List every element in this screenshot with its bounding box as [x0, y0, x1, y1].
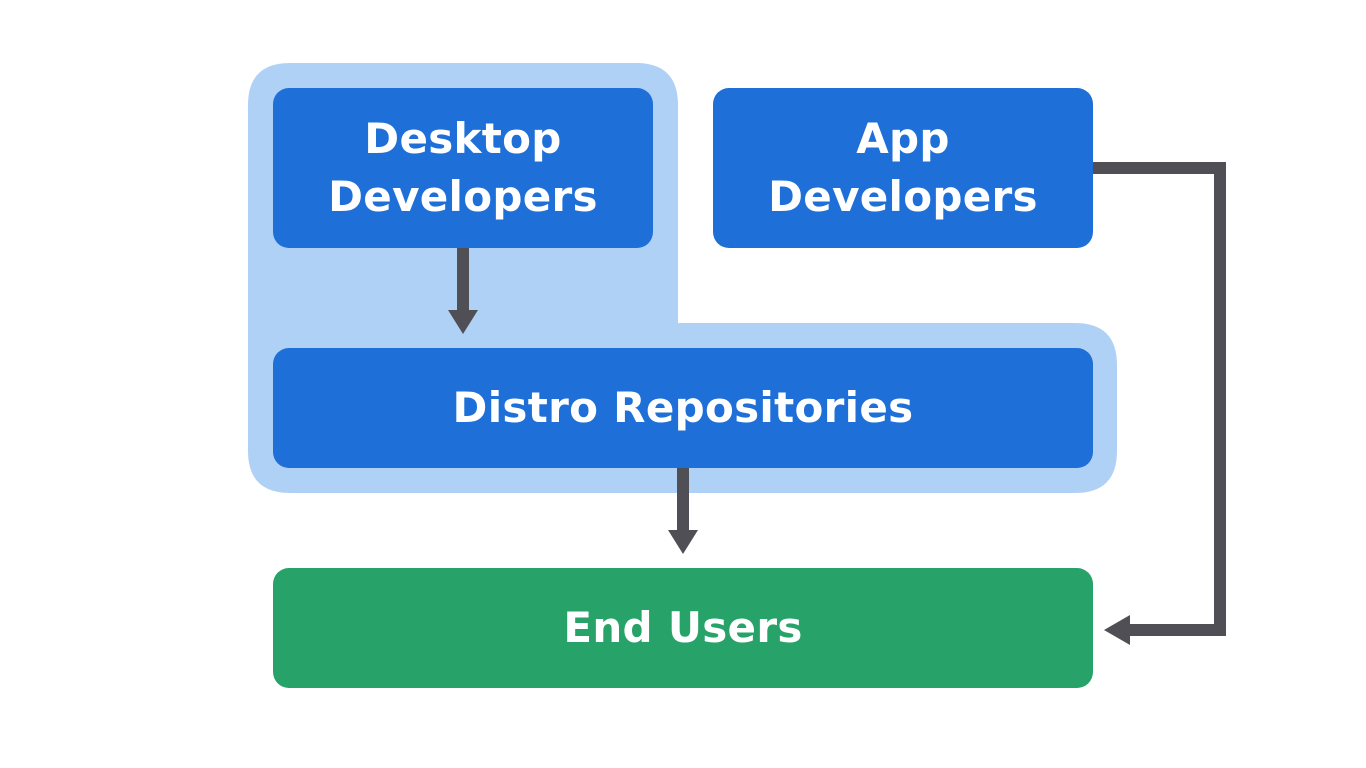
arrow-distro-to-end-users — [668, 468, 698, 554]
arrow-desktop-to-distro — [448, 248, 478, 334]
desktop-developers-line2: Developers — [328, 172, 598, 221]
app-developers-line2: Developers — [768, 172, 1038, 221]
desktop-developers-node: Desktop Developers — [273, 88, 653, 248]
desktop-developers-line1: Desktop — [364, 114, 562, 163]
distro-repositories-label: Distro Repositories — [452, 383, 914, 432]
app-developers-node: App Developers — [713, 88, 1093, 248]
distro-repositories-node: Distro Repositories — [273, 348, 1093, 468]
end-users-label: End Users — [563, 603, 803, 652]
arrow-app-to-end-users — [1093, 162, 1226, 645]
app-developers-line1: App — [856, 114, 950, 163]
end-users-node: End Users — [273, 568, 1093, 688]
